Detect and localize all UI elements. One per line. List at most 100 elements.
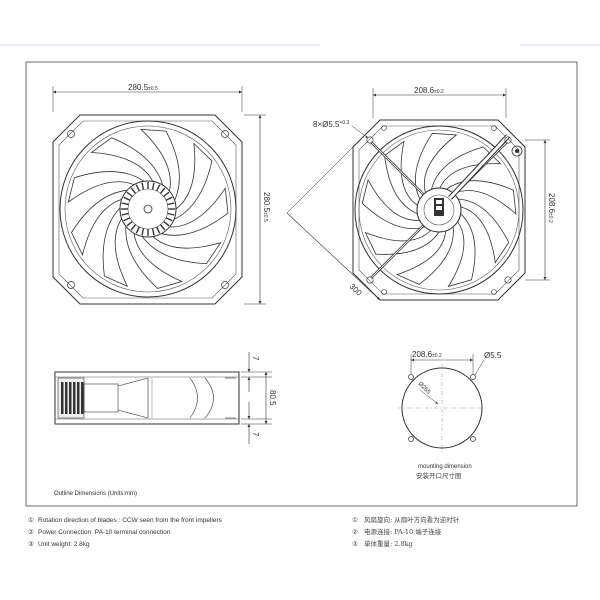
hub-fin <box>167 202 175 206</box>
mount-circle-dim: Ø265 <box>417 381 432 396</box>
side-depth-dim: 80.5 <box>268 390 277 406</box>
note-en-1-sym: ① <box>28 516 34 524</box>
back-diag-ext-top <box>286 146 354 214</box>
back-spacing-dim: 208.6±0.2 <box>414 86 444 95</box>
side-view: 7 7 80.5 <box>54 352 277 444</box>
hub-fin <box>165 217 173 222</box>
side-body <box>54 371 240 425</box>
note-en-3-sym: ③ <box>28 540 34 548</box>
hub-fin <box>123 217 131 222</box>
back-venturi-inner <box>358 129 520 291</box>
fan-blade <box>361 178 426 230</box>
mount-hole-leader <box>474 359 485 376</box>
hub-fin <box>151 182 155 190</box>
front-hole-tl <box>67 130 75 138</box>
notes-en: ① Rotation direction of blades : CCW see… <box>28 516 223 548</box>
back-terminal-pin-2 <box>436 206 442 210</box>
motor-fin <box>65 382 68 414</box>
motor-strut-inner <box>370 225 424 279</box>
back-diag-dim-line <box>286 212 381 301</box>
hub-fin <box>121 202 129 206</box>
motor-fin <box>61 382 64 414</box>
mount-circle-leader <box>419 389 439 405</box>
back-cable-channel-inner <box>448 134 510 200</box>
fan-blade <box>161 187 229 236</box>
side-blade-top-1 <box>117 377 149 387</box>
fan-blade <box>447 213 476 288</box>
back-hole-4 <box>504 276 512 284</box>
note-cn-1-sym: ① <box>352 516 358 524</box>
hub-fin <box>165 196 173 201</box>
back-blades <box>361 132 517 288</box>
motor-strut-inner <box>370 141 424 195</box>
fan-blade <box>71 189 128 257</box>
side-flange-bottom-dim: 7 <box>251 432 260 437</box>
side-terminal <box>83 383 119 413</box>
mount-hole-br <box>470 436 476 442</box>
back-frame-outer <box>352 119 526 301</box>
note-en-2: Power Connection: PA-10 terminal connect… <box>38 529 171 536</box>
back-cable-grommet <box>511 145 523 157</box>
fan-blade <box>384 140 418 215</box>
back-motor-ring <box>423 194 455 226</box>
back-terminal-pin-1 <box>436 200 442 204</box>
motor-fin <box>73 382 76 414</box>
fan-blade <box>139 128 180 201</box>
fan-blade <box>395 226 454 285</box>
back-hole-3 <box>366 276 374 284</box>
fan-blade <box>173 142 213 220</box>
back-venturi-outer <box>354 125 524 295</box>
hub-fin <box>141 228 145 236</box>
motor-fin <box>81 382 84 414</box>
side-blade-curve-1 <box>189 377 198 419</box>
notes-cn: ① 风扇旋向: 从扇叶方向看为逆时针 ② 电源连接: PA-10 端子连接 ③ … <box>352 515 460 548</box>
side-motor-detail <box>61 382 84 414</box>
hub-fin <box>130 187 137 194</box>
mount-spacing-dim: 208.6±0.2 <box>412 350 442 359</box>
back-hole-7 <box>381 289 387 295</box>
back-view: 208.6±0.2 208.6±0.2 8×Ø5.5+0.3 300 <box>286 86 556 301</box>
hub-fin <box>141 182 145 190</box>
note-en-2-sym: ② <box>28 528 34 536</box>
mount-hole-tl <box>408 374 414 380</box>
back-cable-grommet-center <box>515 149 519 153</box>
drawing-frame <box>25 61 578 507</box>
note-cn-2: 电源连接: PA-10 端子连接 <box>364 527 442 536</box>
front-hole-bl <box>67 281 75 289</box>
hub-fin <box>130 224 137 231</box>
front-frame-inner <box>58 120 237 299</box>
back-hole-5 <box>381 125 387 131</box>
back-diagonal-dim: 300 <box>348 282 364 298</box>
front-venturi-inner <box>64 125 232 293</box>
mounting-view: 208.6±0.2 Ø5.5 Ø265 mounting dimension 安… <box>398 350 502 480</box>
fan-blade <box>125 226 183 289</box>
fan-blade <box>67 171 145 203</box>
hub-fin <box>135 226 140 234</box>
note-cn-3-sym: ③ <box>352 540 358 548</box>
front-width-dim: 280.5±0.5 <box>128 83 158 92</box>
hub-fin <box>167 212 175 216</box>
front-hole-br <box>221 281 229 289</box>
outline-label: Outline Dimensions (Units:mm) <box>54 491 137 497</box>
hub-fin <box>163 220 170 227</box>
note-cn-2-sym: ② <box>352 528 358 536</box>
fan-blade <box>141 236 222 265</box>
mount-caption-cn: 安装开口尺寸图 <box>416 471 462 480</box>
hub-fin <box>156 184 161 192</box>
hub-fin <box>123 196 131 201</box>
hub-fin <box>151 228 155 236</box>
hub-fin <box>163 191 170 198</box>
fan-blade <box>102 207 129 288</box>
note-cn-3: 单体重量: 2.8kg <box>364 539 413 548</box>
back-hole-8 <box>491 289 497 295</box>
mount-hole-tr <box>470 374 476 380</box>
hub-fin <box>126 191 133 198</box>
hub-fin <box>121 212 129 216</box>
back-hole-dim: 8×Ø5.5+0.3 <box>313 120 350 129</box>
back-frame-inner <box>358 125 520 295</box>
mount-hole-bl <box>408 436 414 442</box>
note-en-1: Rotation direction of blades : CCW seen … <box>38 517 223 524</box>
hub-fin <box>126 220 133 227</box>
front-view: 280.5±0.5 280.5±0.5 <box>52 83 271 305</box>
